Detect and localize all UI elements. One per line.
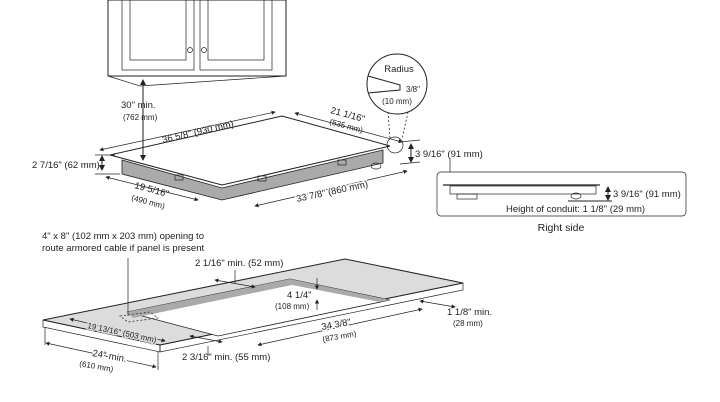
right-side-height: 3 9/16" (91 mm)	[613, 189, 681, 200]
knob-icon	[187, 47, 193, 53]
back-margin-label: 2 1/16" min. (52 mm)	[195, 258, 283, 269]
clearance-label: 30" min.	[121, 100, 156, 111]
knob-icon	[201, 47, 207, 53]
wall-cabinet	[107, 0, 287, 87]
right-side-caption: Right side	[538, 222, 585, 234]
body-width-label: 33 7/8" (860 mm)	[295, 179, 369, 205]
side-margin-label: 1 1/8" min.	[447, 307, 492, 318]
opening-note-line2: route armored cable if panel is present	[42, 243, 204, 254]
cutout-depth-label: 4 1/4"	[287, 290, 312, 301]
clearance-mm-label: (762 mm)	[123, 113, 158, 122]
radius-mm: (10 mm)	[382, 97, 412, 106]
glass-thickness-label: 2 7/16" (62 mm)	[32, 160, 100, 171]
radius-title: Radius	[384, 64, 414, 75]
conduit-height: Height of conduit: 1 1/8" (29 mm)	[506, 204, 645, 215]
right-side-view: 3 9/16" (91 mm) Height of conduit: 1 1/8…	[436, 158, 687, 234]
opening-note-line1: 4" x 8" (102 mm x 203 mm) opening to	[42, 231, 204, 242]
radius-detail: Radius 3/8" (10 mm)	[366, 53, 428, 154]
side-margin-mm-label: (28 mm)	[453, 319, 483, 328]
height-label: 3 9/16" (91 mm)	[415, 149, 483, 160]
front-margin-label: 2 3/16" min. (55 mm)	[182, 352, 270, 363]
radius-value: 3/8"	[406, 85, 420, 94]
cutout-depth-mm-label: (108 mm)	[275, 302, 310, 311]
